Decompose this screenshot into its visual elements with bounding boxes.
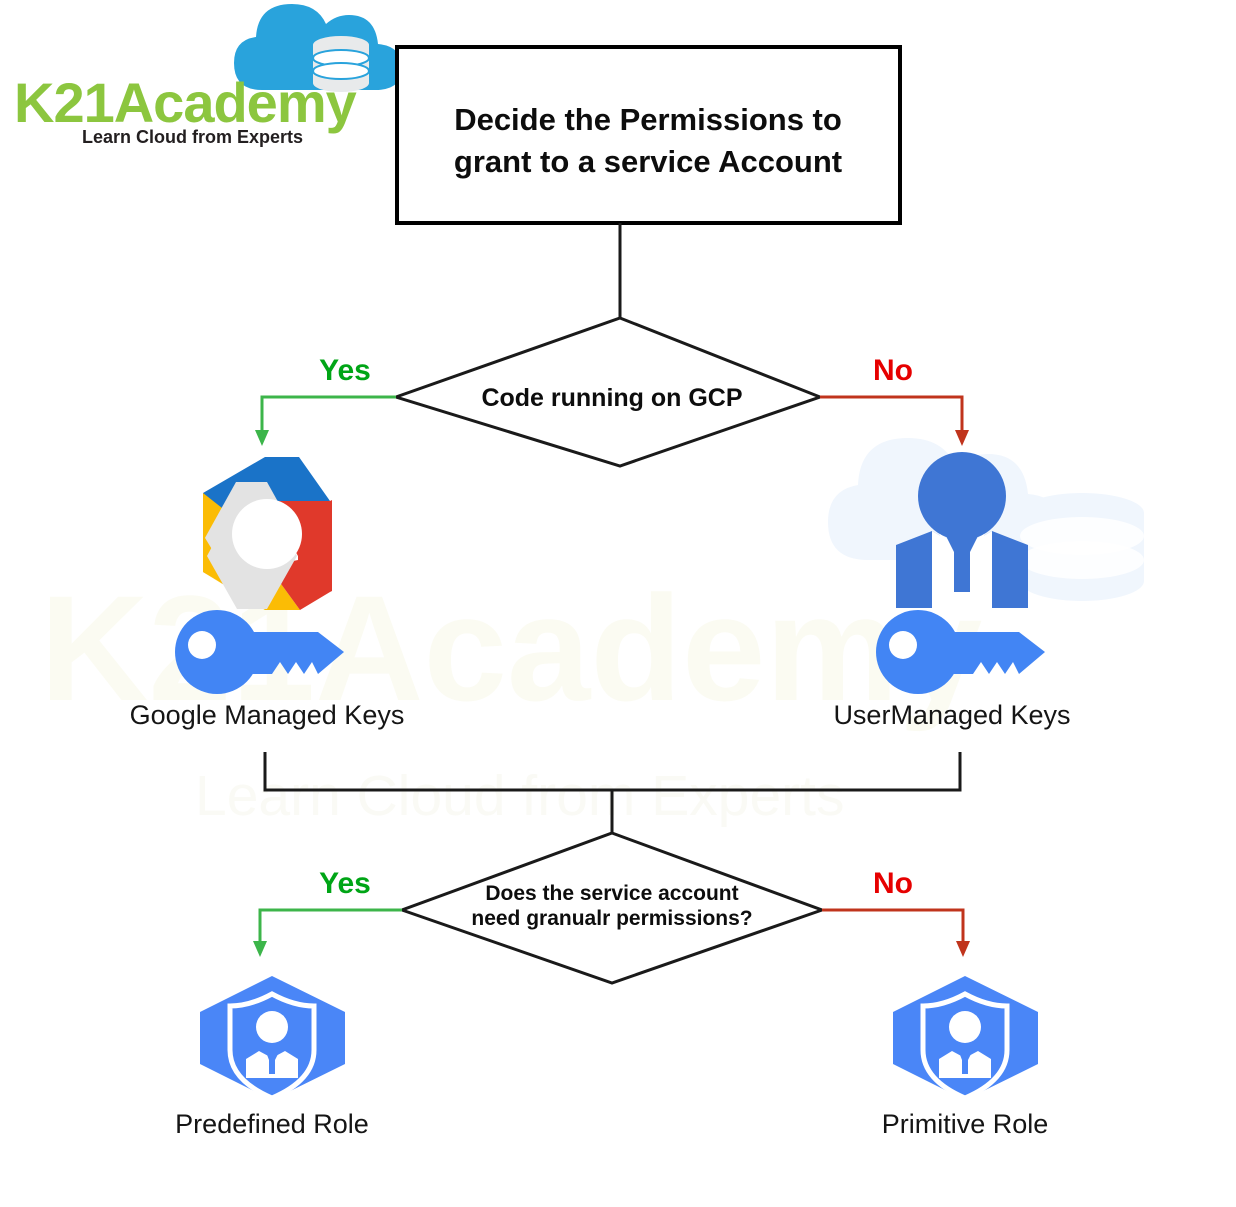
arrowhead-yes-2 xyxy=(253,941,267,957)
key-icon xyxy=(876,610,1045,694)
key-icon xyxy=(175,610,344,694)
node-caption-google-managed-keys: Google Managed Keys xyxy=(130,700,405,730)
branch-decision2-no: No xyxy=(822,867,970,957)
branch-decision2-yes: Yes xyxy=(253,867,402,957)
person-key-icon xyxy=(876,452,1045,694)
branch-decision1-no: No xyxy=(820,354,969,446)
title-box-line1: Decide the Permissions to xyxy=(454,102,842,137)
cloud-database-icon xyxy=(234,4,402,92)
connector-merge-to-decision2 xyxy=(263,752,962,835)
arrowhead-no-2 xyxy=(956,941,970,957)
iam-shield-person-icon xyxy=(893,976,1038,1101)
node-google-managed-keys: Google Managed Keys xyxy=(130,457,405,730)
decision1-label: Code running on GCP xyxy=(481,384,742,412)
decision-code-running-on-gcp: Code running on GCP xyxy=(391,316,825,468)
branch-decision1-yes: Yes xyxy=(255,354,396,446)
decision2-label-line1: Does the service account xyxy=(485,882,738,905)
gcp-hexagon-key-icon xyxy=(175,457,344,694)
decision1-no-label: No xyxy=(873,354,913,387)
decision2-yes-label: Yes xyxy=(319,867,371,900)
iam-shield-person-icon xyxy=(200,976,345,1101)
decision-needs-granular-permissions: Does the service account need granualr p… xyxy=(397,831,827,985)
decision2-label-line2: need granualr permissions? xyxy=(471,907,752,930)
node-primitive-role: Primitive Role xyxy=(882,976,1049,1139)
watermark-tagline: Learn Cloud from Experts xyxy=(195,764,844,828)
node-user-managed-keys: UserManaged Keys xyxy=(833,452,1071,730)
logo-wordmark: K21Academy xyxy=(14,71,357,134)
brand-logo: K21Academy Learn Cloud from Experts xyxy=(14,4,402,147)
decision1-yes-label: Yes xyxy=(319,354,371,387)
node-caption-user-managed-keys: UserManaged Keys xyxy=(833,700,1070,730)
logo-tagline: Learn Cloud from Experts xyxy=(82,127,303,147)
title-box-line2: grant to a service Account xyxy=(454,144,842,179)
title-box: Decide the Permissions to grant to a ser… xyxy=(395,45,902,225)
node-caption-primitive-role: Primitive Role xyxy=(882,1109,1049,1139)
node-predefined-role: Predefined Role xyxy=(175,976,369,1139)
node-caption-predefined-role: Predefined Role xyxy=(175,1109,369,1139)
arrowhead-no-1 xyxy=(955,430,969,446)
decision2-no-label: No xyxy=(873,867,913,900)
arrowhead-yes-1 xyxy=(255,430,269,446)
